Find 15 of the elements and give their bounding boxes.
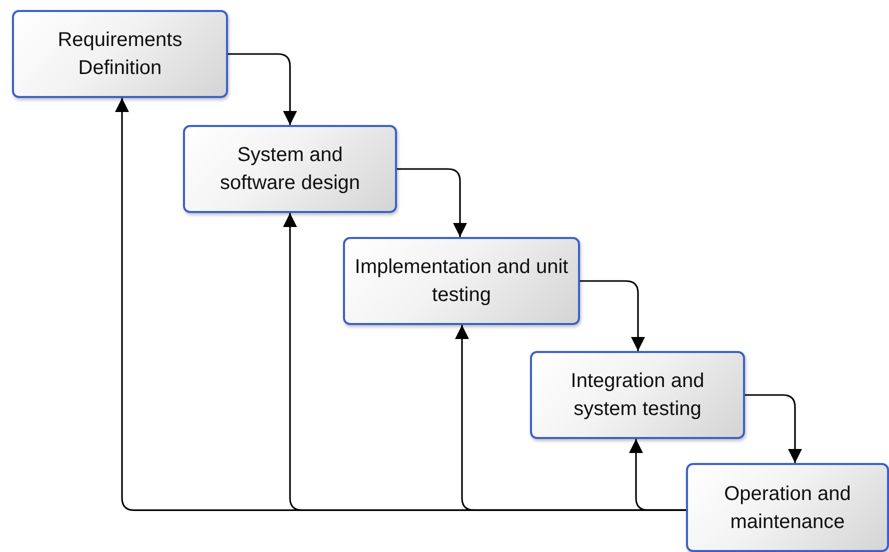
box-label: Operation and maintenance	[723, 482, 852, 534]
process-box	[686, 463, 889, 552]
arrow	[745, 394, 802, 463]
box-label: System and software design	[218, 143, 362, 196]
process-box	[343, 237, 580, 325]
arrow	[580, 280, 645, 351]
box-label: Implementation and unit testing	[354, 255, 570, 308]
process-box	[530, 351, 745, 439]
arrow	[629, 439, 686, 511]
box-label: Integration and system testing	[570, 369, 706, 422]
arrow	[397, 168, 467, 237]
box-label: Requirements Definition	[56, 28, 184, 81]
process-box	[183, 125, 397, 213]
arrow	[228, 53, 297, 125]
process-box	[12, 10, 228, 98]
